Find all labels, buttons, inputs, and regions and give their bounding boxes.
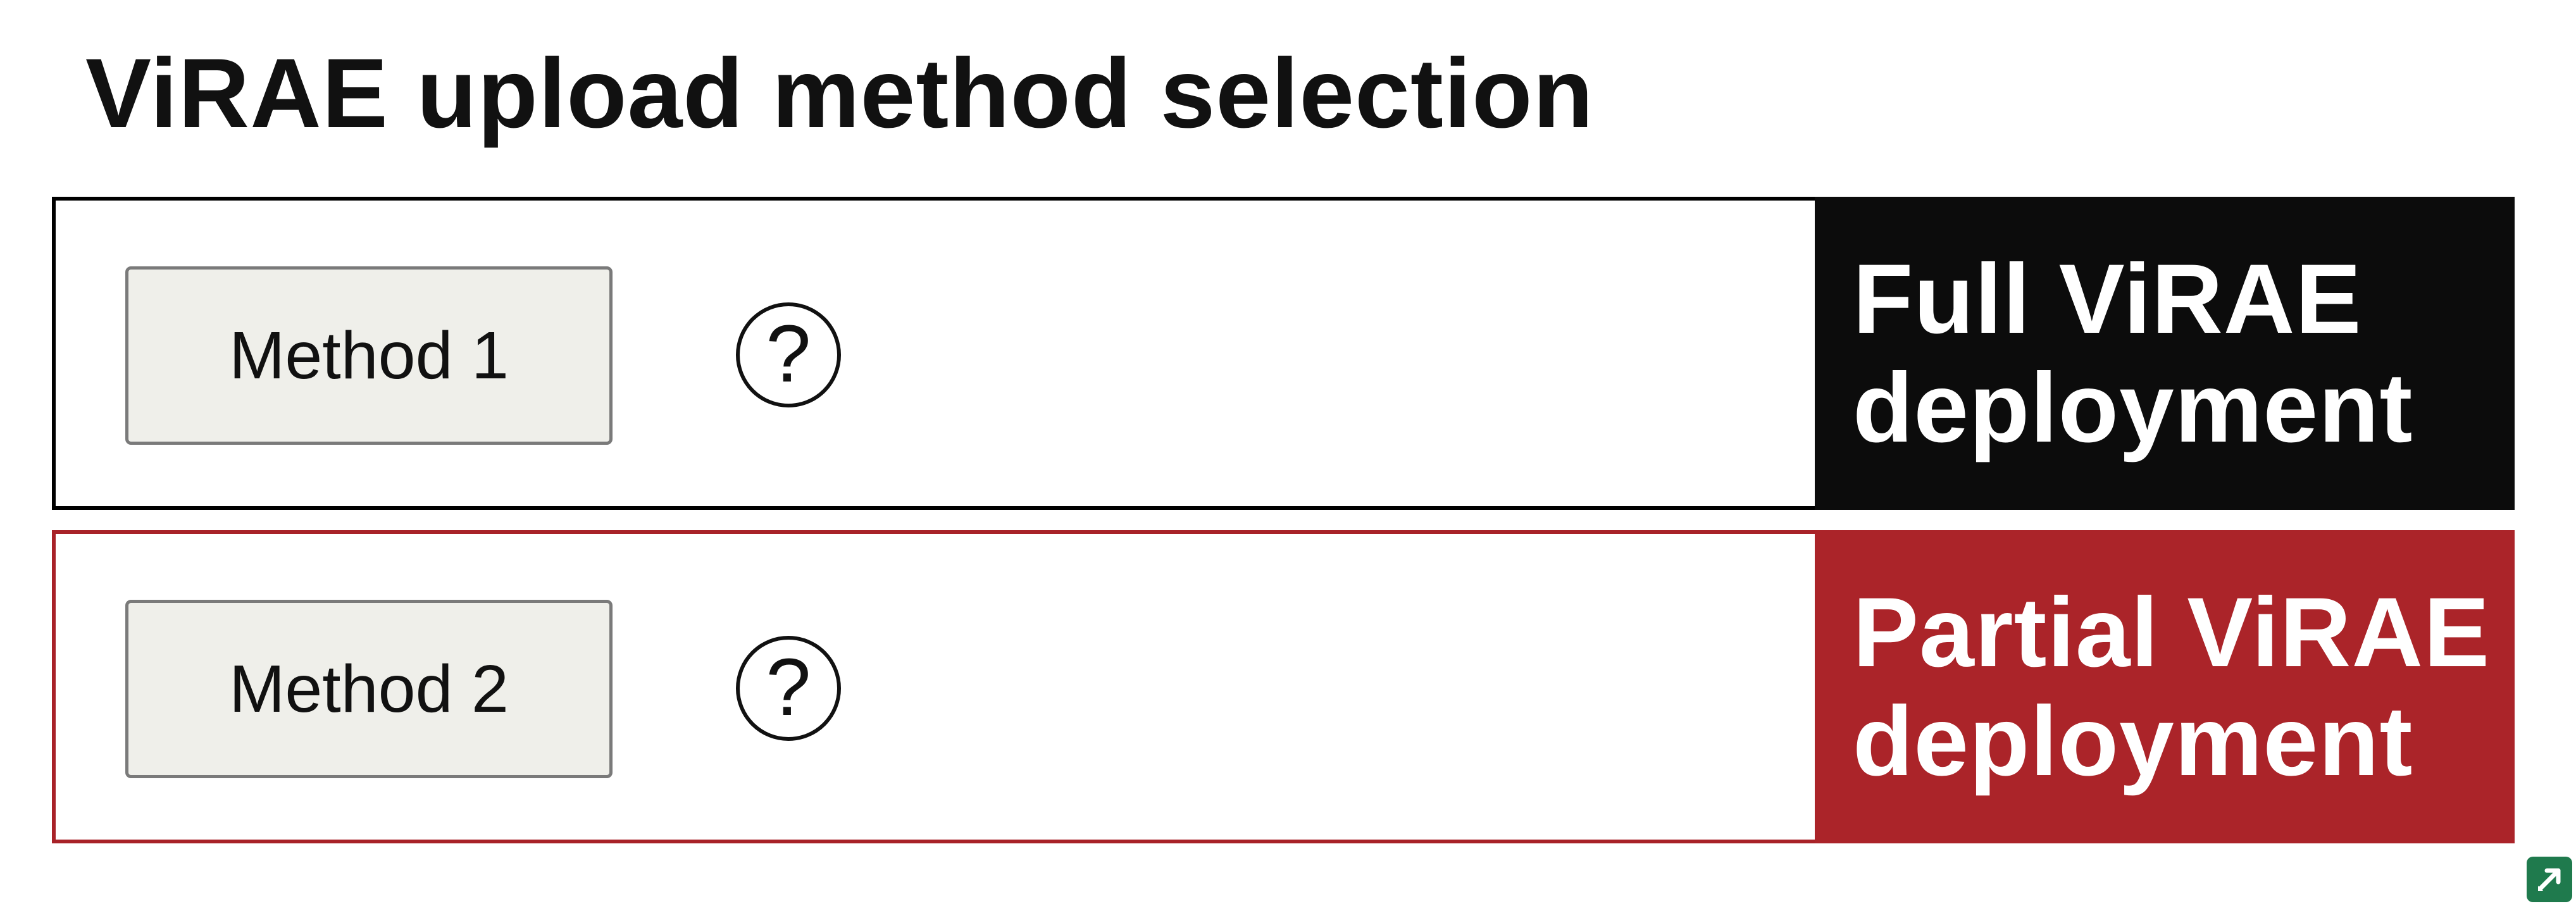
svg-text:?: ? [766,642,811,733]
method-2-button[interactable]: Method 2 [125,600,613,778]
full-deployment-label: Full ViRAE deployment [1853,244,2413,463]
partial-deployment-panel: Partial ViRAE deployment [1815,530,2515,843]
method-row-2: Method 2 ? Partial ViRAE deployment [52,530,2515,843]
method-row-1: Method 1 ? Full ViRAE deployment [52,197,2515,510]
page-title: ViRAE upload method selection [85,39,1594,149]
full-deployment-panel: Full ViRAE deployment [1815,197,2515,510]
expand-icon[interactable] [2527,857,2572,902]
method-1-button[interactable]: Method 1 [125,266,613,445]
question-circle-icon[interactable]: ? [734,301,843,409]
partial-deployment-label: Partial ViRAE deployment [1853,577,2491,797]
svg-text:?: ? [766,309,811,399]
question-circle-icon[interactable]: ? [734,634,843,743]
